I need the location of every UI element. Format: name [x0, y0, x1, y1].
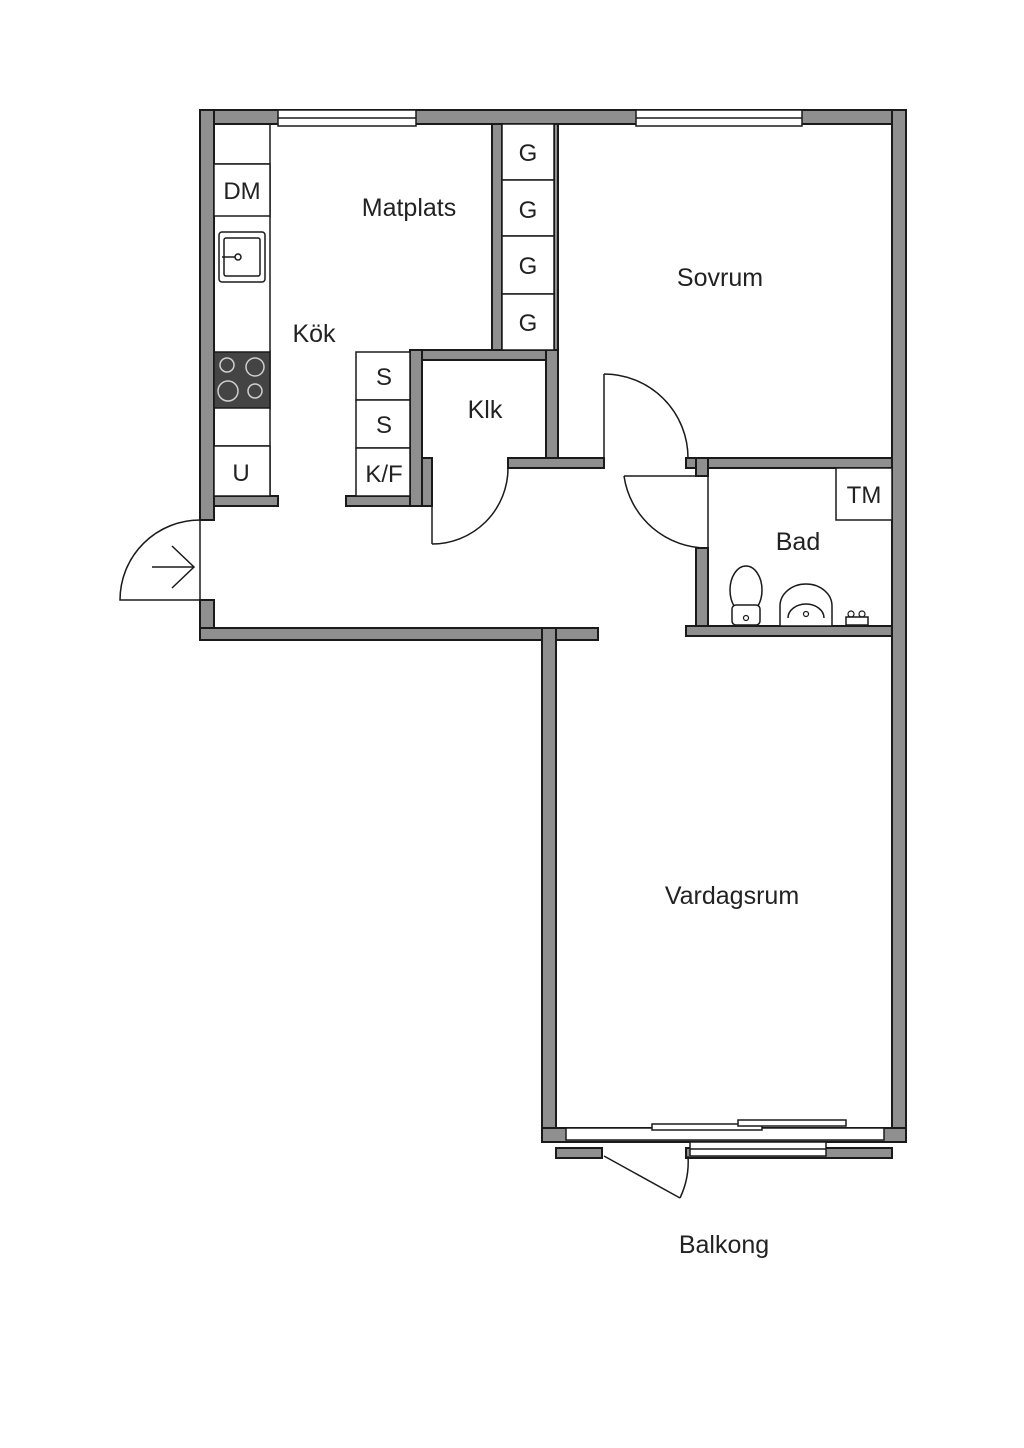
wall-closet-top [409, 349, 559, 361]
wardrobe-4-label: G [519, 310, 538, 337]
toilet-icon [729, 565, 763, 626]
dishwasher-box [213, 163, 271, 217]
label-vardagsrum: Vardagsrum [665, 882, 799, 910]
wardrobe-1 [501, 123, 555, 181]
label-bad: Bad [776, 528, 820, 556]
cabinet-1-label: S [376, 364, 392, 391]
label-matplats: Matplats [362, 194, 456, 222]
wall-hall-bottom [199, 627, 599, 641]
washing-machine-label: TM [847, 482, 882, 509]
bathroom-fixtures: TM [729, 467, 893, 627]
label-klk: Klk [468, 396, 503, 424]
oven-label: U [232, 460, 249, 487]
wall-closet-left-stub [421, 457, 433, 507]
wall-bedroom-bottom [685, 457, 893, 469]
wall-kitchen-bedroom [491, 123, 503, 355]
washbasin-icon [779, 583, 833, 627]
wall-closet-bottom [507, 457, 605, 469]
kitchen-counter: DM U [213, 124, 271, 497]
closet-door [431, 467, 509, 545]
cabinet-2-label: S [376, 412, 392, 439]
cabinet-2 [355, 399, 411, 449]
walls [199, 109, 907, 1159]
washing-machine-box [835, 467, 893, 521]
wall-closet-left [409, 349, 423, 507]
room-labels: Matplats Kök Sovrum Klk Bad Vardagsrum B… [292, 194, 820, 1259]
wardrobe-3-label: G [519, 253, 538, 280]
balcony-door [603, 1155, 689, 1199]
windows [277, 109, 885, 1157]
fridge-freezer-label: K/F [365, 461, 402, 488]
wall-bath-bottom [685, 625, 893, 637]
wall-bath-top-stub [695, 457, 709, 477]
wardrobe-2-label: G [519, 197, 538, 224]
kitchen-cabinets: S S K/F [355, 351, 411, 497]
doors [119, 373, 709, 1199]
dishwasher-label: DM [223, 178, 260, 205]
wall-bath-left [695, 547, 709, 635]
oven-box [213, 445, 271, 497]
entrance-door [119, 519, 201, 601]
bathroom-door [623, 475, 709, 549]
wardrobe-2 [501, 179, 555, 237]
wardrobe-4 [501, 293, 555, 351]
wall-living-left [541, 627, 557, 1141]
label-sovrum: Sovrum [677, 264, 763, 292]
bedroom-door [603, 373, 689, 464]
wall-closet-right [545, 349, 559, 469]
wall-left-upper [199, 109, 215, 521]
label-balkong: Balkong [679, 1231, 769, 1259]
sink-icon [218, 231, 266, 283]
wardrobe-3 [501, 235, 555, 295]
wardrobe-1-label: G [519, 140, 538, 167]
wall-right [891, 109, 907, 1141]
entrance-arrow-icon [152, 545, 196, 589]
label-kok: Kök [292, 320, 336, 348]
wall-balcony-top-left [555, 1147, 603, 1159]
wall-kitchen-bottom-left [213, 495, 279, 507]
wardrobes: G G G G [501, 123, 555, 351]
fridge-freezer-box [355, 447, 411, 497]
faucet-icon [845, 610, 869, 626]
stove-icon [213, 351, 271, 409]
